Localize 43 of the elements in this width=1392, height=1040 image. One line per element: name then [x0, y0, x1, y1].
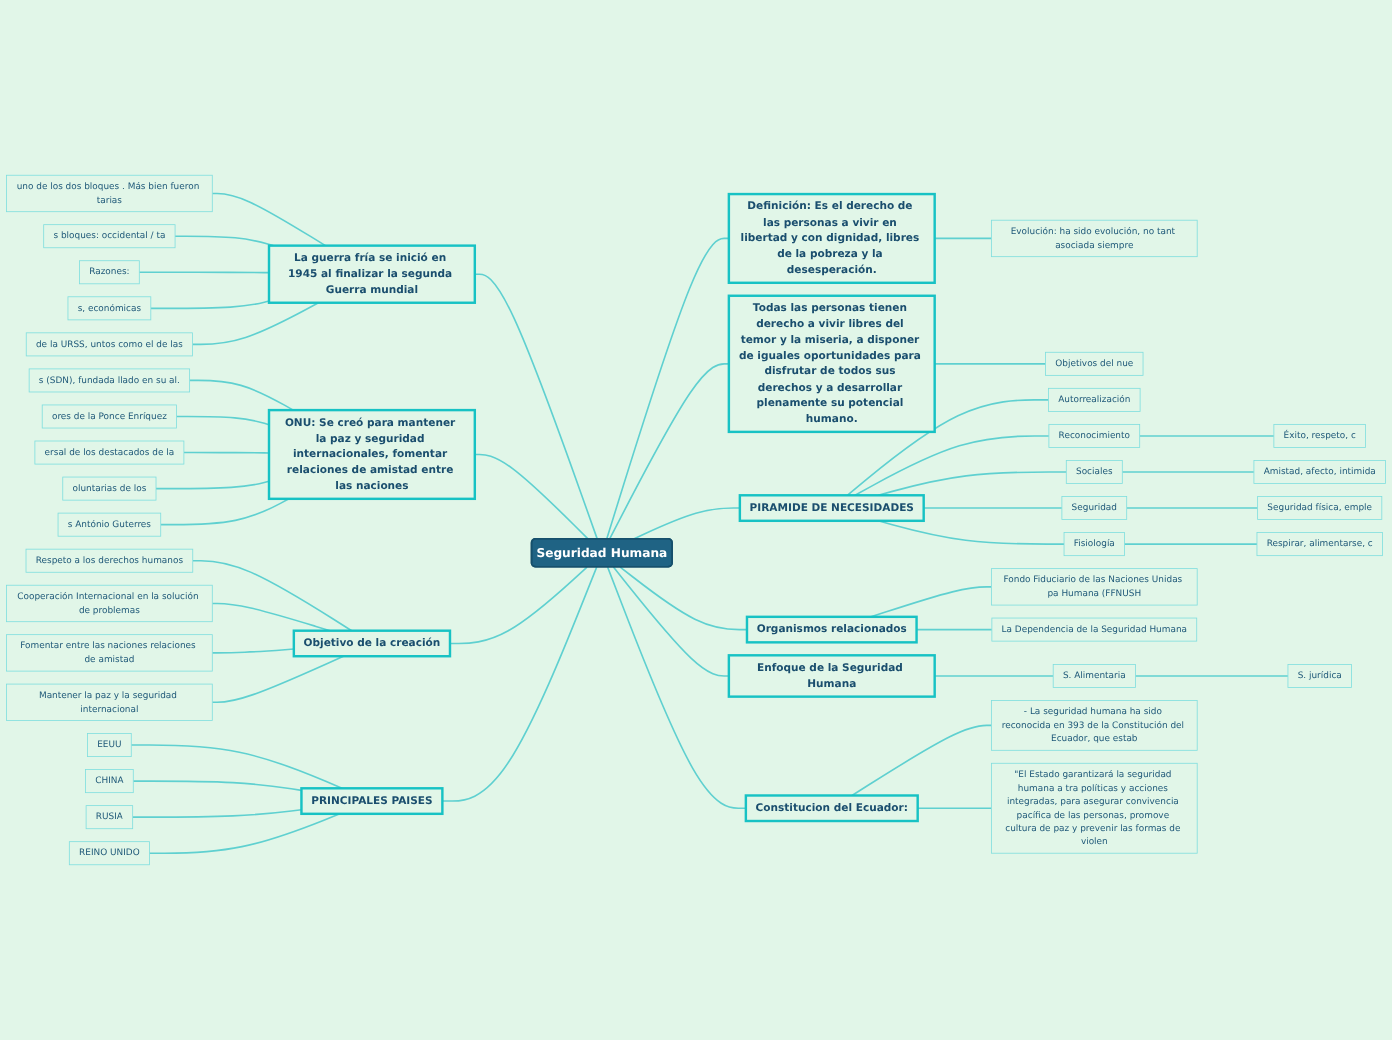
connector: [211, 192, 327, 247]
connector: [1138, 435, 1275, 437]
connector: [131, 808, 303, 818]
connector: [877, 471, 1068, 497]
connector: [183, 451, 270, 454]
connector: [148, 813, 341, 855]
connector: [132, 780, 303, 792]
connector: [606, 566, 747, 810]
connector: [188, 379, 295, 411]
connector: [1134, 675, 1289, 677]
connector: [159, 498, 290, 526]
connector: [619, 566, 748, 631]
connector: [1121, 471, 1255, 473]
connector: [877, 520, 1065, 545]
connector: [138, 271, 270, 274]
connector: [155, 480, 270, 490]
connector: [632, 507, 741, 540]
connector: [851, 724, 993, 797]
connector: [612, 566, 730, 677]
connector: [150, 300, 270, 310]
connector: [130, 744, 343, 790]
connector: [846, 399, 1050, 497]
connector: [474, 453, 589, 540]
connector: [922, 507, 1063, 509]
connector: [441, 566, 598, 802]
connector: [474, 273, 599, 540]
connector: [1123, 543, 1258, 545]
connector: [933, 237, 993, 240]
connector: [1125, 507, 1259, 509]
connector: [449, 566, 588, 645]
connector: [191, 559, 353, 632]
connector: [605, 237, 730, 540]
connector: [175, 415, 270, 426]
connector: [916, 807, 993, 810]
connector: [211, 655, 345, 704]
connector: [191, 301, 320, 346]
connector: [608, 363, 730, 540]
connector: [933, 675, 1054, 677]
connector: [915, 628, 993, 631]
connector: [211, 648, 295, 654]
connector: [933, 363, 1047, 365]
connector: [174, 235, 274, 247]
connector: [854, 435, 1050, 497]
